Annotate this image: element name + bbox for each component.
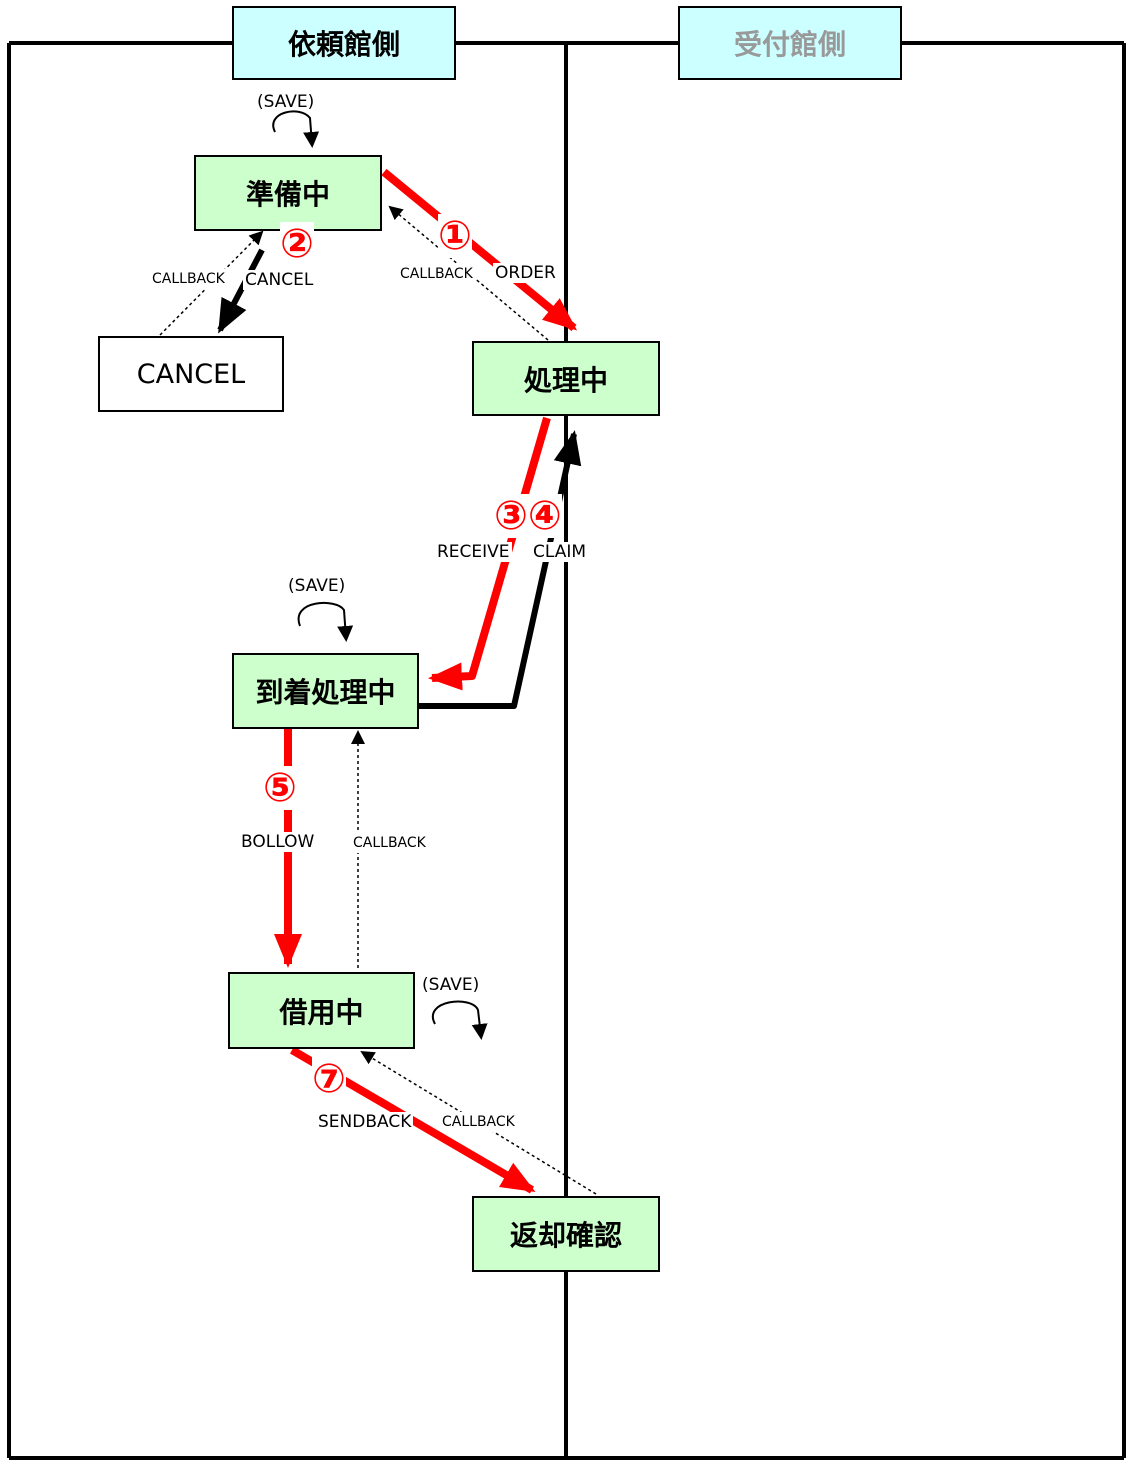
- step-number-5: ⑤: [263, 765, 297, 811]
- claim-arrow: [418, 430, 582, 709]
- cancel-arrow: [217, 248, 265, 334]
- bollow-label: BOLLOW: [239, 832, 317, 852]
- save-loop-mid: [297, 601, 354, 642]
- state-processing[interactable]: 処理中: [472, 341, 660, 416]
- save-loop-bottom: [431, 1000, 488, 1040]
- receive-label: RECEIVE: [435, 542, 512, 562]
- lane-header-receiving: 受付館側: [678, 6, 902, 80]
- step-number-7: ⑦: [312, 1056, 346, 1102]
- save-label-top: (SAVE): [257, 92, 315, 112]
- claim-label: CLAIM: [531, 542, 589, 562]
- step-number-3-4: ③④: [494, 493, 562, 539]
- save-label-bottom: (SAVE): [422, 975, 480, 995]
- state-return-confirm[interactable]: 返却確認: [472, 1196, 660, 1272]
- callback-label-sendback: CALLBACK: [440, 1112, 517, 1132]
- order-arrow: [381, 168, 578, 332]
- lane-header-requesting: 依頼館側: [232, 6, 456, 80]
- state-arrival-processing[interactable]: 到着処理中: [232, 653, 419, 729]
- callback-label-order: CALLBACK: [398, 264, 475, 284]
- save-loop-top: [272, 110, 320, 148]
- sendback-label: SENDBACK: [316, 1112, 414, 1132]
- save-label-mid: (SAVE): [288, 576, 346, 596]
- callback-label-bollow: CALLBACK: [351, 833, 428, 853]
- state-cancel[interactable]: CANCEL: [98, 336, 284, 412]
- callback-label-cancel: CALLBACK: [150, 269, 227, 289]
- black-flow-arrows: [217, 248, 582, 709]
- step-number-2: ②: [280, 221, 314, 267]
- callback-arrow-sendback: [360, 1050, 597, 1195]
- cancel-label: CANCEL: [243, 270, 316, 290]
- step-number-1: ①: [438, 213, 472, 259]
- swimlane-frame: [7, 41, 1126, 1460]
- state-preparing[interactable]: 準備中: [194, 155, 382, 231]
- order-label: ORDER: [493, 263, 558, 283]
- state-borrowing[interactable]: 借用中: [228, 972, 415, 1049]
- save-loops: [272, 110, 488, 1040]
